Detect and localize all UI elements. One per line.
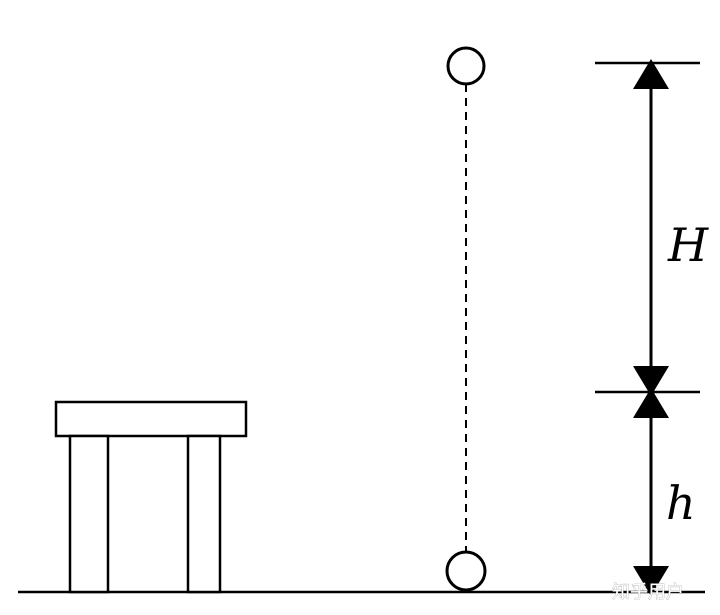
ball-bottom — [445, 550, 487, 592]
table-leg-left — [68, 434, 110, 594]
ball-top — [446, 46, 486, 86]
table-top — [54, 400, 248, 438]
table-leg-right — [186, 434, 222, 594]
table — [54, 400, 248, 594]
watermark-text: 知乎用户 — [612, 582, 684, 603]
lower-height-label: h — [666, 476, 696, 530]
upper-height-label: H — [667, 218, 709, 272]
